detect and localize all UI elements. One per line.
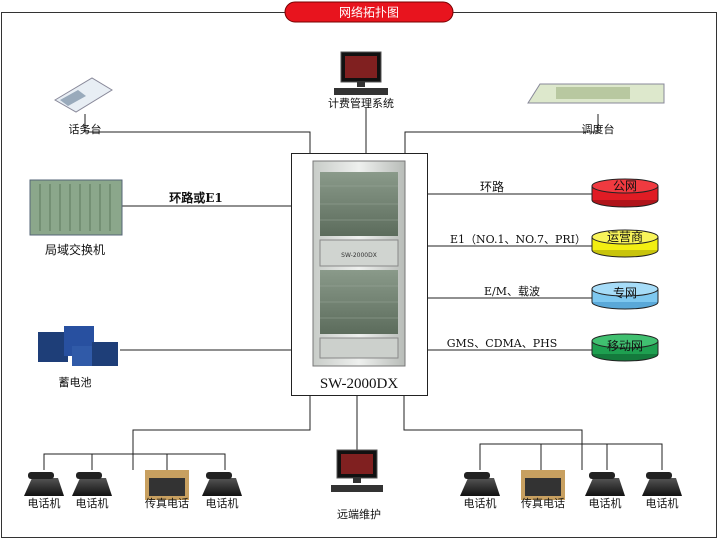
dispatch-label: 调度台 xyxy=(582,122,615,136)
left-device-label: 电话机 xyxy=(76,496,109,510)
right-device-label: 传真电话 xyxy=(521,496,565,510)
right-device-1: 传真电话 xyxy=(521,470,565,510)
left-device-label: 电话机 xyxy=(28,496,61,510)
operator-network-label: 运营商 xyxy=(607,229,643,244)
left-device-3: 电话机 xyxy=(202,472,242,510)
billing-screen-icon xyxy=(345,56,377,78)
right-device-label: 电话机 xyxy=(464,496,497,510)
phone-icon xyxy=(585,478,625,496)
local-switch-slots-icon xyxy=(39,184,111,231)
left-device-label: 电话机 xyxy=(206,496,239,510)
private-network-label: 专网 xyxy=(613,285,637,300)
left-device-label: 传真电话 xyxy=(145,496,189,510)
phone-icon xyxy=(24,478,64,496)
fax-body-icon xyxy=(525,478,561,496)
line-dispatch xyxy=(404,114,599,153)
phone-icon xyxy=(460,478,500,496)
title-banner: 网络拓扑图 xyxy=(284,1,454,23)
handset-icon xyxy=(76,472,102,479)
console-device: 话务台 xyxy=(54,77,113,136)
rack-base xyxy=(319,337,399,359)
rack-cards xyxy=(320,185,398,319)
bus-left-phones xyxy=(43,453,226,470)
public-cylinder-icon xyxy=(591,178,659,194)
operator-link-label: E1（NO.1、NO.7、PRI） xyxy=(450,233,586,246)
handset-icon xyxy=(589,472,615,479)
handset-icon xyxy=(28,472,54,479)
panel-label: SW-2000DX xyxy=(341,252,377,259)
private-link-label: E/M、载波 xyxy=(484,285,540,298)
local-switch-label: 局域交换机 xyxy=(45,242,105,257)
bus-right-phones xyxy=(479,443,663,470)
console-keys-icon xyxy=(60,90,86,106)
battery-icon xyxy=(38,332,68,362)
right-device-2: 电话机 xyxy=(585,472,625,510)
network-public: 公网 环路 xyxy=(480,178,659,208)
connection-lines xyxy=(43,108,663,470)
operator-cylinder-icon xyxy=(591,229,659,245)
diagram-title: 网络拓扑图 xyxy=(339,5,399,20)
line-bottom-right xyxy=(403,395,583,470)
dispatch-device: 调度台 xyxy=(527,83,665,136)
left-device-2: 传真电话 xyxy=(145,470,189,510)
remote-stand-icon xyxy=(353,478,361,483)
battery-device: 蓄电池 xyxy=(38,326,118,389)
billing-stand-icon xyxy=(357,82,365,87)
local-switch-link-label: 环路或E1 xyxy=(169,190,223,205)
remote-label: 远端维护 xyxy=(337,507,381,521)
public-network-label: 公网 xyxy=(613,179,637,193)
mobile-network-label: 移动网 xyxy=(607,339,643,353)
battery-icon-4 xyxy=(72,346,92,366)
local-switch-icon xyxy=(29,179,123,236)
right-device-label: 电话机 xyxy=(646,496,679,510)
remote-device: 远端维护 xyxy=(331,449,383,521)
local-switch-device: 局域交换机 环路或E1 xyxy=(29,179,223,257)
phone-icon xyxy=(642,478,682,496)
private-cylinder-icon xyxy=(591,281,659,297)
line-console xyxy=(84,114,311,153)
fax-body-icon xyxy=(149,478,185,496)
phone-icon xyxy=(72,478,112,496)
right-device-3: 电话机 xyxy=(642,472,682,510)
title-pill xyxy=(284,1,454,23)
dispatch-keypad-icon xyxy=(556,87,630,99)
console-label: 话务台 xyxy=(69,122,102,136)
handset-icon xyxy=(206,472,232,479)
handset-icon xyxy=(464,472,490,479)
network-operator: 运营商 E1（NO.1、NO.7、PRI） xyxy=(450,229,659,258)
line-bottom-left xyxy=(132,395,311,470)
left-device-1: 电话机 xyxy=(72,472,112,510)
central-switch: SW-2000DX SW-2000DX xyxy=(291,153,428,396)
billing-device: 计费管理系统 xyxy=(328,51,394,110)
handset-icon xyxy=(646,472,672,479)
rack-panel xyxy=(319,239,399,267)
switch-model-label: SW-2000DX xyxy=(320,376,399,392)
billing-keyboard-icon xyxy=(334,88,388,95)
battery-label: 蓄电池 xyxy=(59,376,92,389)
public-link-label: 环路 xyxy=(480,179,504,194)
mobile-link-label: GMS、CDMA、PHS xyxy=(447,337,558,350)
left-device-0: 电话机 xyxy=(24,472,64,510)
battery-icon-3 xyxy=(92,342,118,366)
phone-icon xyxy=(202,478,242,496)
right-device-label: 电话机 xyxy=(589,496,622,510)
billing-label: 计费管理系统 xyxy=(328,96,394,110)
network-private: 专网 E/M、载波 xyxy=(484,281,659,310)
mobile-cylinder-icon xyxy=(591,333,659,349)
phones-group: 电话机 电话机 传真电话 电话机 电话机 传真电话 电话机 电话机 xyxy=(24,470,682,510)
remote-screen-icon xyxy=(341,454,373,474)
remote-keyboard-icon xyxy=(331,485,383,492)
right-device-0: 电话机 xyxy=(460,472,500,510)
network-mobile: 移动网 GMS、CDMA、PHS xyxy=(447,333,659,362)
